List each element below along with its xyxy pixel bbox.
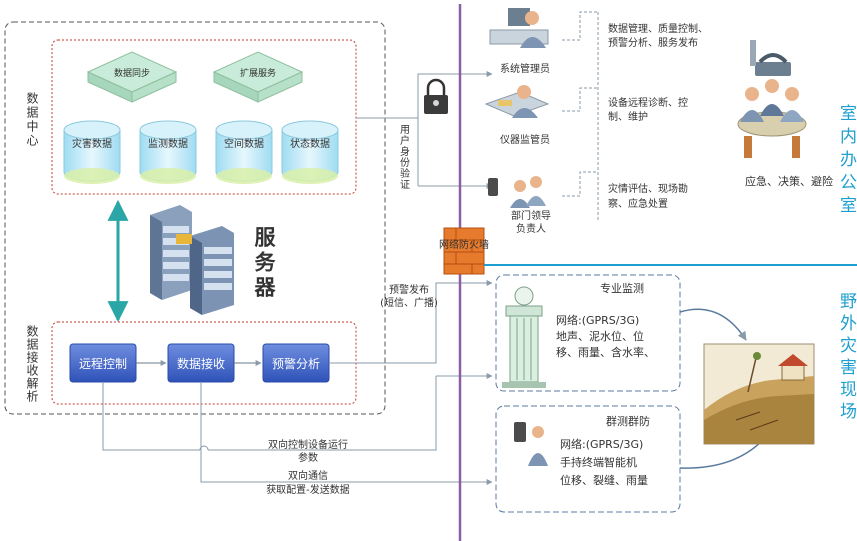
- telephone-icon: [750, 40, 791, 76]
- data-center-region: [51, 39, 357, 195]
- extend-service-box: 扩展服务: [212, 51, 304, 103]
- control-line-a: [102, 382, 200, 451]
- data-sync-box: 数据同步: [86, 51, 178, 103]
- admin-task-line1: 数据管理、质量控制、: [608, 22, 708, 35]
- hillside-scene: [703, 343, 815, 445]
- extend-service-label: 扩展服务: [240, 67, 276, 79]
- auth-label: 用户身份验证: [398, 124, 410, 190]
- pro-monitor-title: 专业监测: [600, 281, 644, 295]
- cylinder-disaster-label: 灾害数据: [72, 137, 112, 150]
- remote-control-button[interactable]: 远程控制: [69, 343, 137, 383]
- group-monitor-box: [495, 405, 681, 513]
- monitor-station-icon: [502, 286, 546, 388]
- bidirectional-comm-line1: 双向通信: [288, 469, 328, 482]
- inspector-task-line1: 设备远程诊断、控: [608, 96, 688, 109]
- warning-analysis-label: 预警分析: [272, 356, 320, 371]
- group-monitor-line3: 位移、裂缝、雨量: [560, 473, 648, 487]
- firewall-icon: 网络防火墙: [439, 227, 489, 275]
- office-caption: 应急、决策、避险: [745, 174, 833, 188]
- field-title: 野外灾害现场: [836, 292, 857, 424]
- admin-icon: [489, 8, 549, 48]
- cylinder-monitor-label: 监测数据: [148, 137, 188, 150]
- inspector-brace: [562, 87, 598, 112]
- server-label: 服务器: [252, 226, 277, 301]
- firewall-label: 网络防火墙: [439, 238, 489, 251]
- inspector-task-line2: 制、维护: [608, 110, 648, 123]
- pro-monitor-line1: 网络:(GPRS/3G): [556, 313, 639, 327]
- data-sync-label: 数据同步: [114, 67, 150, 79]
- cylinder-spatial: 空间数据: [215, 120, 273, 184]
- cylinder-disaster: 灾害数据: [63, 120, 121, 184]
- comm-line: [200, 382, 493, 485]
- office-title: 室内办公室: [836, 104, 857, 219]
- auth-line: [356, 71, 493, 119]
- control-line-hop: [199, 445, 209, 451]
- pro-to-field-arrow: [679, 308, 747, 341]
- data-receive-label: 数据接收解析: [25, 324, 39, 403]
- cylinder-status-label: 状态数据: [290, 137, 330, 150]
- server-frame: [4, 21, 386, 415]
- role-admin-name: 系统管理员: [500, 62, 550, 75]
- role-leader-line2: 负责人: [516, 222, 546, 235]
- group-monitor-line1: 网络:(GPRS/3G): [560, 437, 643, 451]
- pro-monitor-line2: 地声、泥水位、位: [556, 329, 644, 343]
- leader-brace: [562, 171, 598, 197]
- pro-monitor-line3: 移、雨量、含水率、: [556, 345, 655, 359]
- inspector-icon: [484, 85, 550, 118]
- leader-task-line1: 灾情评估、现场勘: [608, 182, 688, 195]
- warning-publish-line: [329, 280, 493, 364]
- pro-monitor-box: [495, 274, 681, 392]
- cylinder-status: 状态数据: [281, 120, 339, 184]
- role-inspector-name: 仪器监管员: [500, 133, 550, 146]
- server-icon: [150, 205, 234, 315]
- admin-task-line2: 预警分析、服务发布: [608, 36, 698, 49]
- group-monitor-title: 群测群防: [606, 414, 650, 428]
- data-receive-button-label: 数据接收: [177, 356, 225, 371]
- handheld-person-icon: [514, 422, 548, 466]
- warning-publish-line2: (短信、广播): [380, 296, 438, 309]
- admin-brace: [562, 11, 598, 41]
- leader-task-line2: 察、应急处置: [608, 197, 668, 210]
- control-line-b: [208, 376, 437, 451]
- warning-publish-line1: 预警发布: [389, 283, 429, 296]
- bidirectional-control-line1: 双向控制设备运行: [268, 438, 348, 451]
- bidirectional-control-line2: 参数: [298, 451, 318, 464]
- group-monitor-line2: 手持终端智能机: [560, 455, 637, 469]
- remote-control-label: 远程控制: [79, 356, 127, 371]
- warning-analysis-button[interactable]: 预警分析: [262, 343, 330, 383]
- data-center-label: 数据中心: [25, 91, 39, 148]
- cylinder-monitor: 监测数据: [139, 120, 197, 184]
- meeting-icon: [737, 79, 807, 158]
- role-leader-line1: 部门领导: [511, 209, 551, 222]
- leader-icon: [488, 176, 546, 208]
- data-receive-button[interactable]: 数据接收: [167, 343, 235, 383]
- cylinder-spatial-label: 空间数据: [224, 137, 264, 150]
- lock-icon: [424, 78, 448, 114]
- bidirectional-comm-line2: 获取配置-发送数据: [266, 483, 350, 496]
